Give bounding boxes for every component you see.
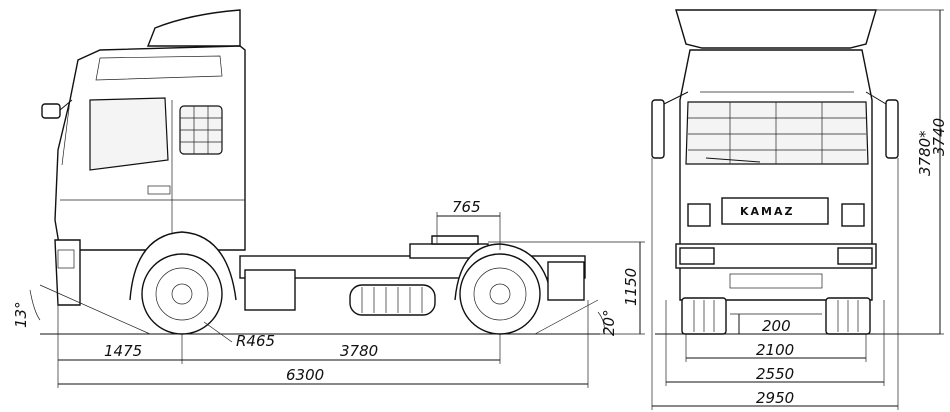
dim-fifth-wheel-height: 1150 bbox=[622, 268, 640, 306]
side-view-labels: 1475 3780 6300 765 R465 1150 13° 20° bbox=[12, 198, 640, 384]
dim-overall-length: 6300 bbox=[286, 366, 324, 384]
dim-height-alt: 3780* bbox=[916, 130, 934, 176]
front-view-truck: KAMAZ bbox=[651, 9, 940, 335]
front-view-labels: 200 2100 2550 2950 3780* 3740 bbox=[756, 118, 948, 407]
dim-fifth-wheel-offset: 765 bbox=[452, 198, 481, 216]
dim-departure-angle: 20° bbox=[600, 309, 618, 336]
dim-approach-angle: 13° bbox=[12, 301, 30, 328]
dim-width: 2550 bbox=[756, 365, 794, 383]
dim-track: 2100 bbox=[756, 341, 794, 359]
dim-mirror-width: 2950 bbox=[756, 389, 794, 407]
dim-wheel-radius: R465 bbox=[236, 332, 275, 350]
dim-height: 3740 bbox=[930, 118, 948, 156]
dim-front-overhang: 1475 bbox=[104, 342, 142, 360]
front-view-dimensions bbox=[651, 9, 944, 410]
side-view-dimensions bbox=[29, 212, 645, 388]
dim-wheelbase: 3780 bbox=[340, 342, 378, 360]
dim-ground-clearance: 200 bbox=[762, 317, 791, 335]
side-view-truck bbox=[40, 9, 600, 335]
grille-logo: KAMAZ bbox=[740, 205, 794, 218]
